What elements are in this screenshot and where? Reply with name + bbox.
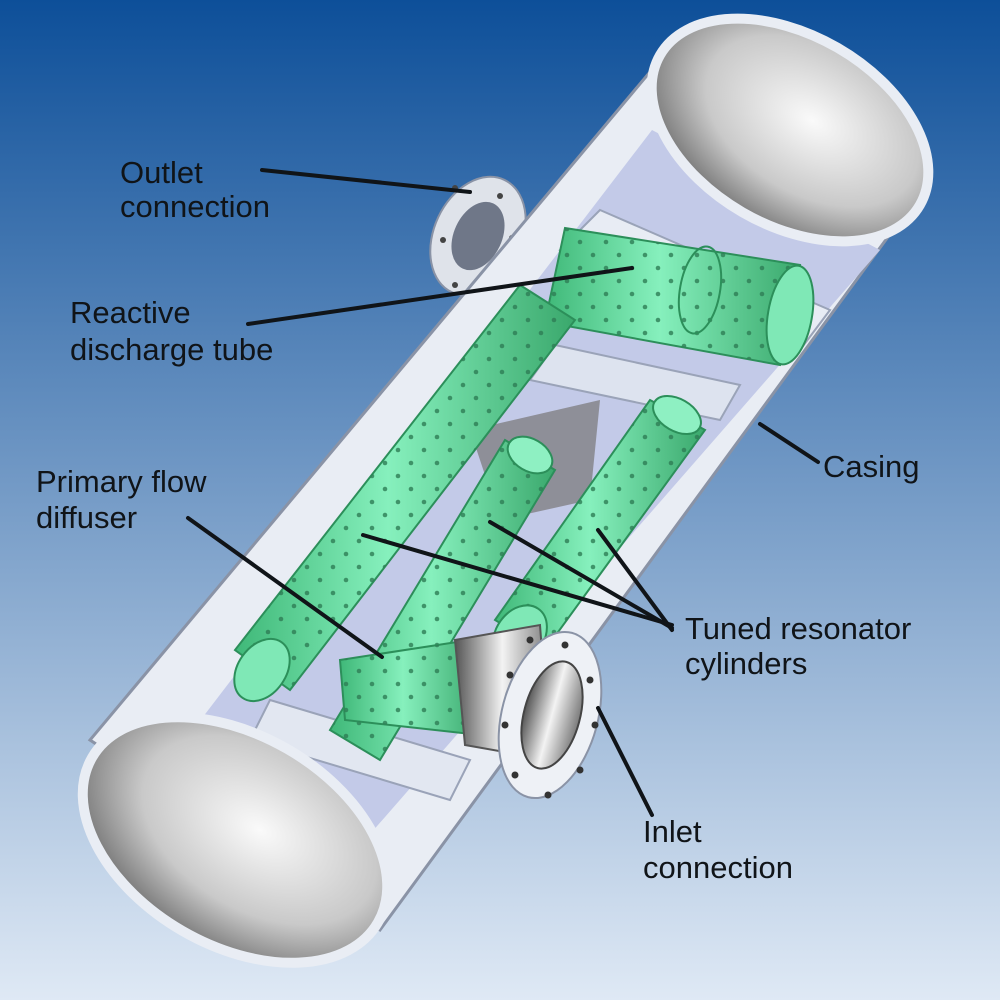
label-casing: Casing [823,449,920,484]
leader-tuned-2 [488,520,674,630]
top-end-cap [646,13,934,247]
reactive-discharge-tube [543,226,815,367]
leader-casing [758,422,820,464]
leader-lines [186,168,820,817]
leader-primary [186,516,384,659]
label-inlet-connection: Inlet connection [643,814,793,885]
leader-tuned-3 [596,528,674,632]
inlet-flange [497,630,603,800]
leader-tuned-1 [361,533,674,627]
label-primary-flow-diffuser: Primary flow diffuser [36,464,215,535]
label-reactive-discharge-tube: Reactive discharge tube [70,295,273,367]
label-outlet: Outlet connection [120,155,270,224]
bottom-end-cap [77,712,393,968]
primary-flow-diffuser [233,283,577,703]
leader-outlet [260,168,472,194]
label-tuned-resonator-cylinders: Tuned resonator cylinders [685,611,920,681]
leader-inlet [596,706,654,817]
leader-reactive [246,266,634,326]
